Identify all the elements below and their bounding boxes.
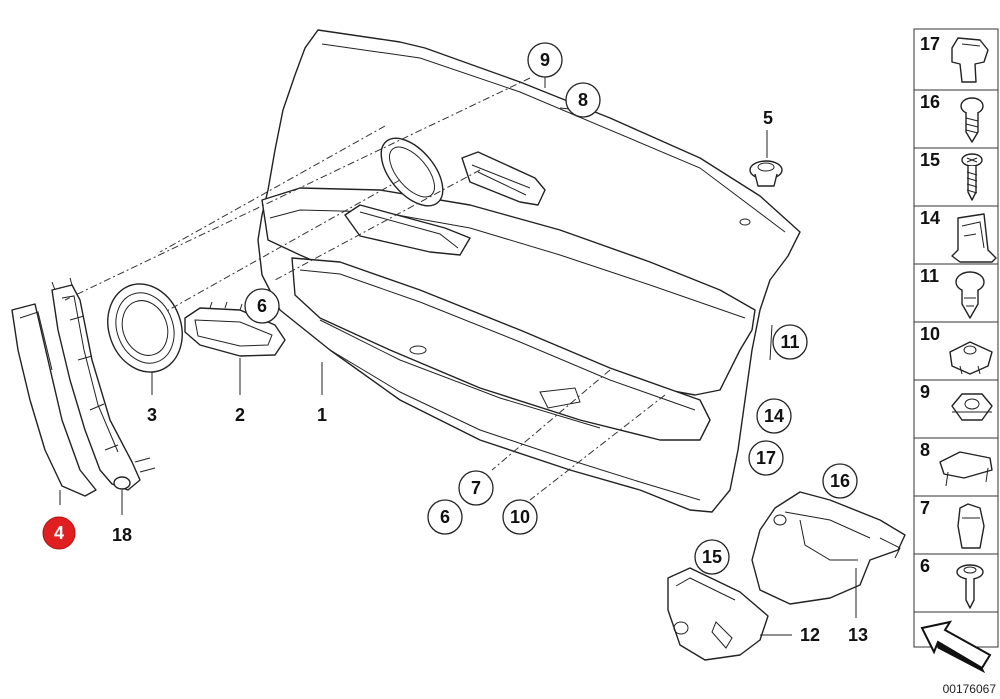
side-parts-column: 17 16 15 14 11 10 9 8 7 6 (913, 28, 999, 674)
callout-17-label: 17 (756, 448, 776, 468)
callout-12[interactable]: 12 (800, 625, 820, 645)
callout-8[interactable]: 8 (565, 82, 601, 118)
side-item-6: 6 (920, 556, 930, 576)
screw-15-icon[interactable] (961, 153, 983, 201)
callout-10[interactable]: 10 (502, 499, 538, 535)
callout-17[interactable]: 17 (748, 440, 784, 476)
callout-9[interactable]: 9 (527, 42, 563, 78)
side-item-14: 14 (920, 208, 940, 228)
bracket-part-13[interactable] (751, 491, 906, 605)
screw-6-icon[interactable] (956, 564, 984, 609)
side-item-17: 17 (920, 34, 940, 54)
side-item-10: 10 (920, 324, 940, 344)
diagram-number: 00176067 (943, 682, 997, 696)
callout-6-bottom[interactable]: 6 (427, 499, 463, 535)
callout-7[interactable]: 7 (458, 470, 494, 506)
callout-18[interactable]: 18 (112, 525, 132, 545)
clip-14-icon[interactable] (951, 213, 997, 263)
callout-11-label: 11 (780, 332, 799, 352)
leader-lines (59, 76, 857, 636)
side-item-9: 9 (920, 382, 930, 402)
side-item-16: 16 (920, 92, 940, 112)
callout-14-label: 14 (764, 406, 784, 426)
a-pillar-trim-strip[interactable] (11, 303, 97, 497)
callout-2-label: 2 (235, 405, 245, 425)
callout-16-label: 16 (830, 471, 850, 491)
callout-5-label: 5 (763, 108, 773, 128)
callout-4-highlighted[interactable]: 4 (42, 516, 76, 550)
callout-13[interactable]: 13 (848, 625, 868, 645)
callout-6-top[interactable]: 6 (244, 288, 280, 324)
callout-6a-label: 6 (257, 296, 267, 316)
callout-10-label: 10 (510, 507, 530, 527)
side-item-11: 11 (920, 266, 939, 286)
bracket-part-12[interactable] (667, 567, 769, 661)
clip-7-icon[interactable] (957, 503, 985, 549)
clip-17-icon[interactable] (951, 37, 989, 83)
callout-2[interactable]: 2 (235, 405, 245, 425)
side-item-15: 15 (920, 150, 940, 170)
side-item-7: 7 (920, 498, 930, 518)
callout-15-label: 15 (702, 547, 722, 567)
callout-16[interactable]: 16 (822, 463, 858, 499)
callout-6b-label: 6 (440, 507, 450, 527)
clip-nut-10-icon[interactable] (949, 341, 993, 375)
callout-3-label: 3 (147, 405, 157, 425)
direction-arrow-icon (920, 620, 992, 674)
callout-9-label: 9 (540, 50, 550, 70)
callout-3[interactable]: 3 (147, 405, 157, 425)
callout-18-label: 18 (112, 525, 132, 545)
hex-nut-9-icon[interactable] (951, 393, 993, 421)
callout-1[interactable]: 1 (317, 405, 327, 425)
speaker-cover[interactable] (96, 273, 194, 382)
rivet-11-icon[interactable] (955, 271, 985, 319)
callout-1-label: 1 (317, 405, 327, 425)
callout-11[interactable]: 11 (772, 324, 808, 360)
callout-15[interactable]: 15 (694, 539, 730, 575)
screw-16-icon[interactable] (960, 97, 984, 143)
clip-8-icon[interactable] (939, 451, 993, 487)
callout-12-label: 12 (800, 625, 820, 645)
clip-part-5[interactable] (749, 160, 783, 187)
callout-13-label: 13 (848, 625, 868, 645)
callout-4-label: 4 (54, 523, 64, 543)
callout-7-label: 7 (471, 478, 481, 498)
door-trim-panel[interactable] (257, 29, 801, 513)
callout-14[interactable]: 14 (756, 398, 792, 434)
callout-5[interactable]: 5 (763, 108, 773, 128)
side-item-8: 8 (920, 440, 930, 460)
handle-carrier[interactable] (51, 277, 156, 491)
callout-8-label: 8 (578, 90, 588, 110)
